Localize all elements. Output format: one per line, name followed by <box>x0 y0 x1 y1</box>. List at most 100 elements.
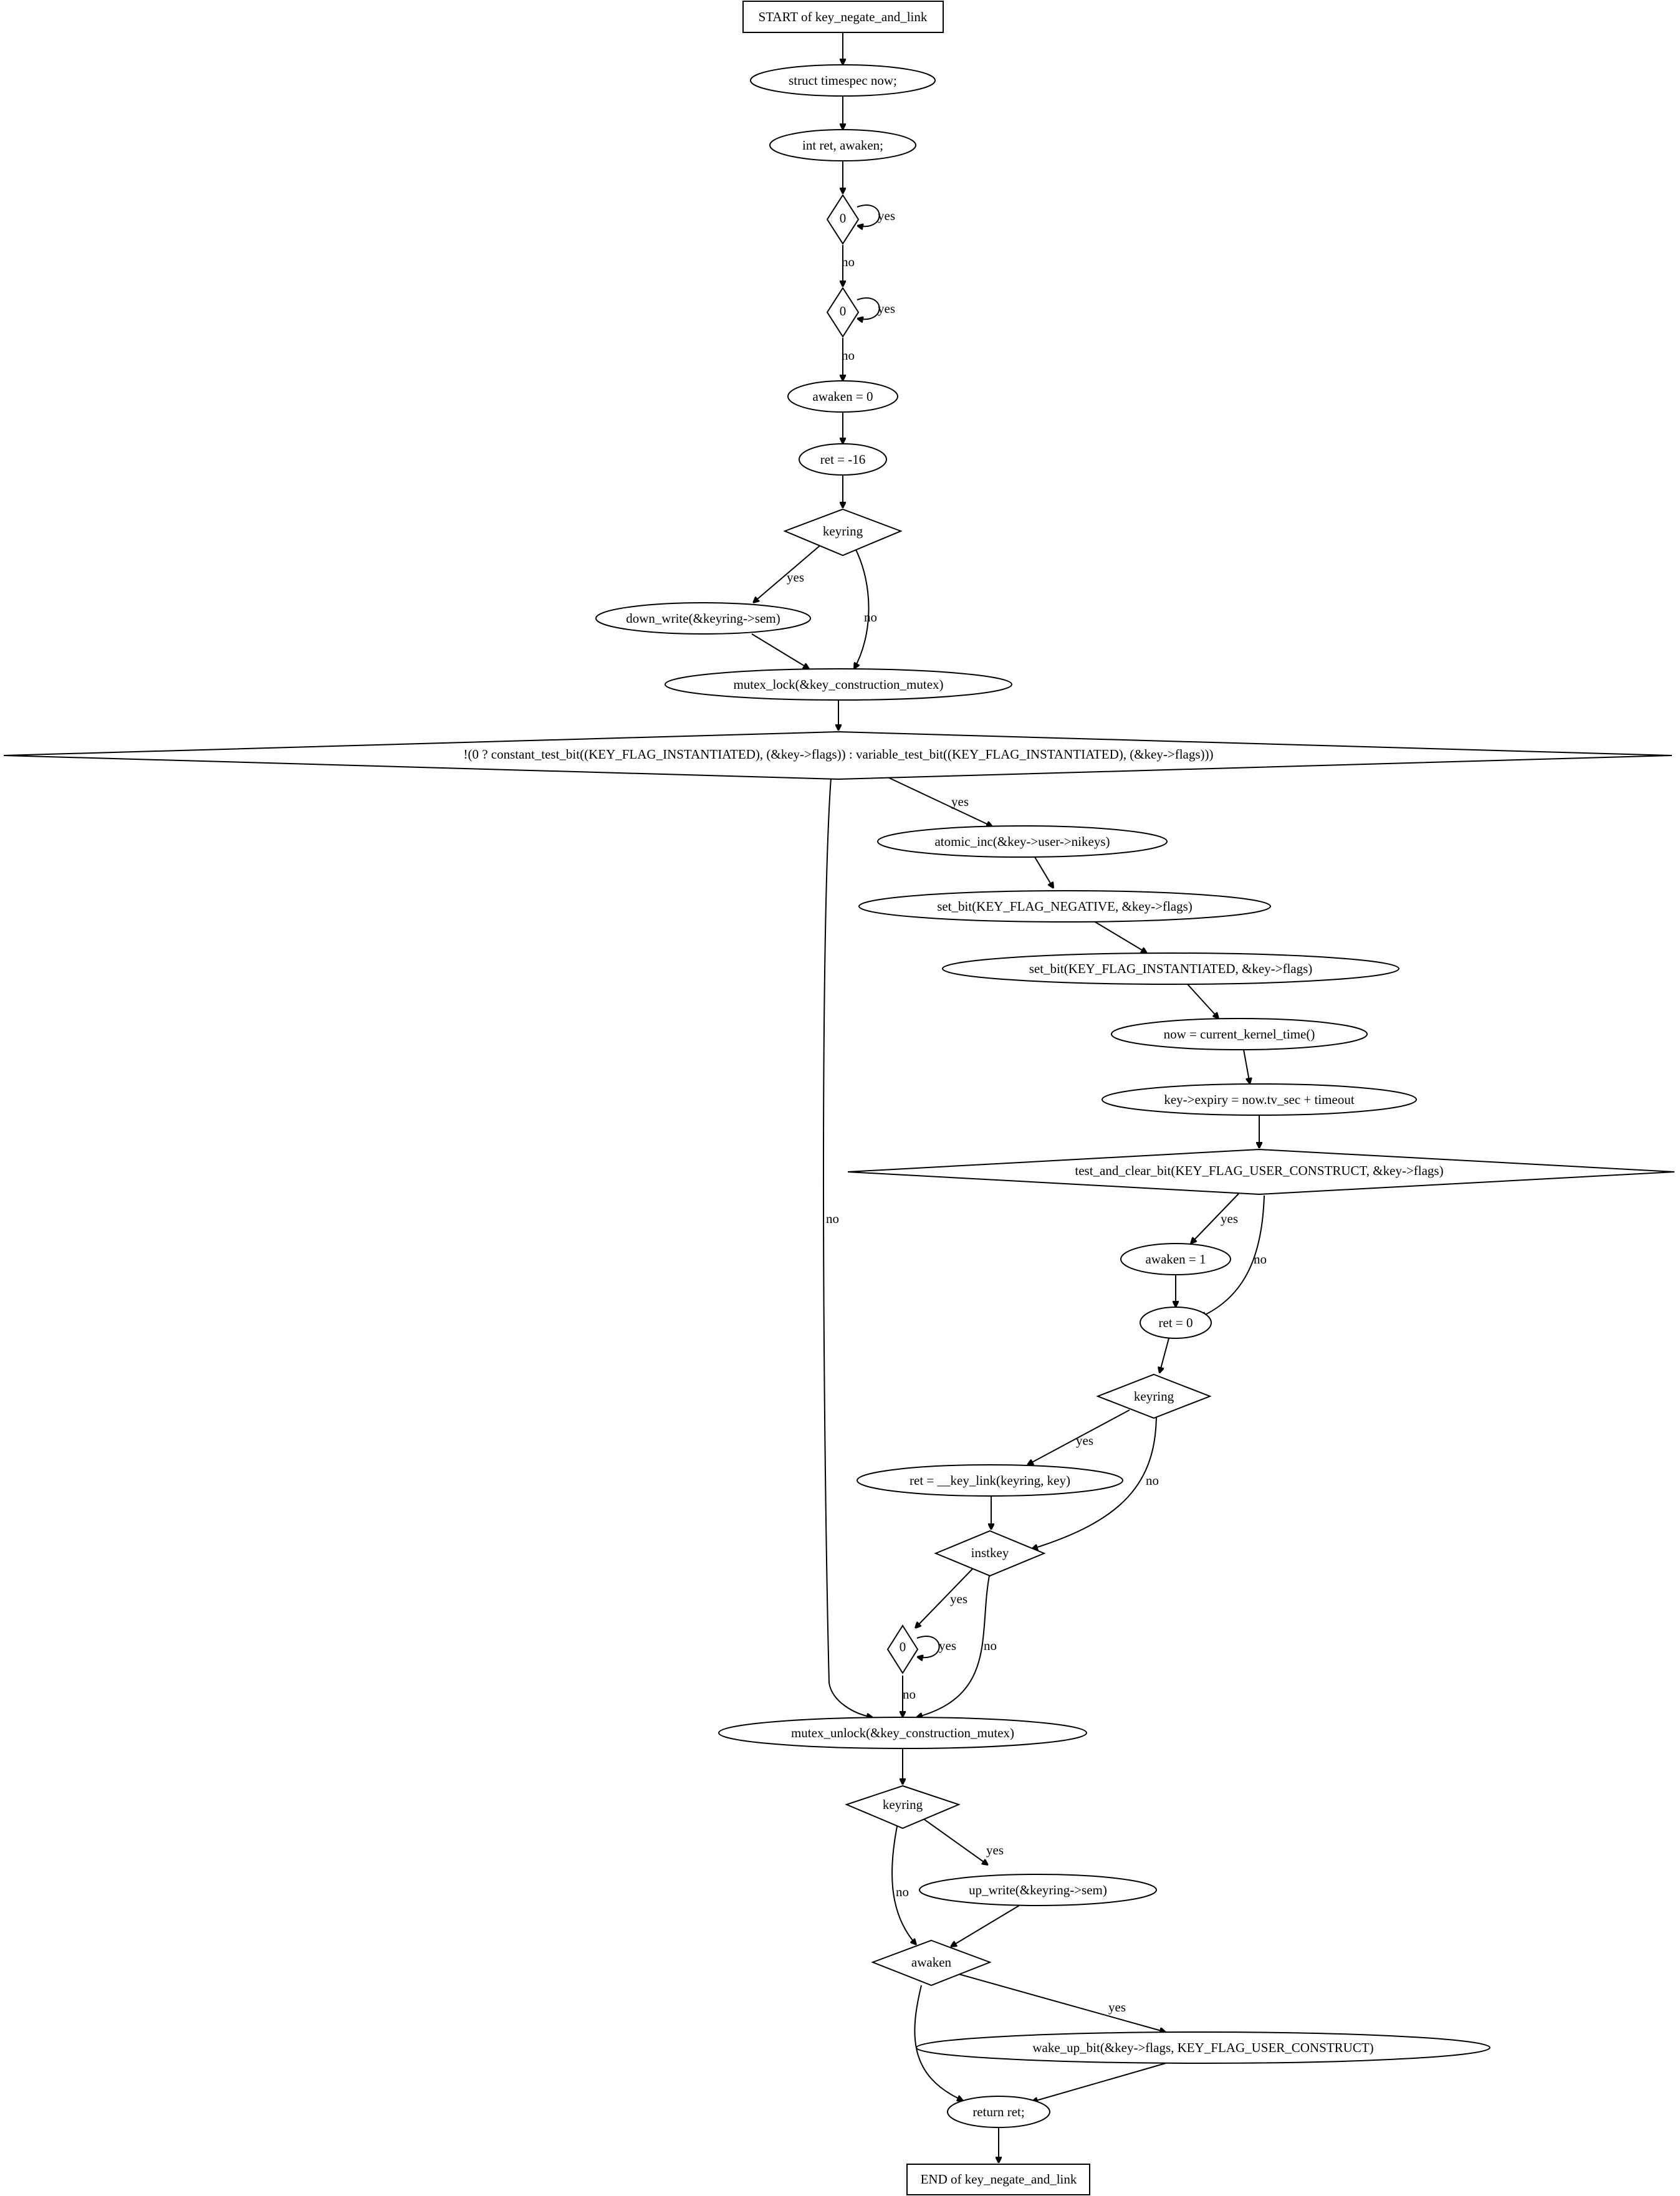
ret-zero-label: ret = 0 <box>1159 1315 1193 1330</box>
edge-cond-test-clear-yes-to-awaken-one <box>1191 1193 1239 1244</box>
wake-up-bit-label: wake_up_bit(&key->flags, KEY_FLAG_USER_C… <box>1032 2040 1373 2055</box>
edge-cond-instkey-yes-to-cond-zero-3 <box>915 1568 973 1628</box>
cond-test-clear-node: test_and_clear_bit(KEY_FLAG_USER_CONSTRU… <box>847 1148 1675 1196</box>
key-link-node: ret = __key_link(keyring, key) <box>857 1464 1123 1497</box>
cond-keyring-2-node: keyring <box>1096 1373 1212 1419</box>
cond-zero-3-label: 0 <box>900 1639 906 1654</box>
edge-cond-zero-1-self-loop <box>857 204 880 226</box>
ret-zero-node: ret = 0 <box>1140 1307 1212 1339</box>
edge-atomic-inc-to-set-bit-negative <box>1034 856 1054 888</box>
edge-up-write-to-cond-awaken <box>951 1905 1020 1947</box>
edge-label-yes: yes <box>951 794 969 809</box>
mutex-lock-label: mutex_lock(&key_construction_mutex) <box>733 677 943 692</box>
down-write-label: down_write(&keyring->sem) <box>626 611 780 626</box>
up-write-node: up_write(&keyring->sem) <box>919 1874 1157 1906</box>
edge-cond-keyring-1-no-to-mutex-lock <box>854 548 870 669</box>
mutex-unlock-label: mutex_unlock(&key_construction_mutex) <box>791 1725 1014 1740</box>
nodes: START of key_negate_and_link struct time… <box>3 1 1675 2195</box>
edge-label-yes: yes <box>950 1591 967 1606</box>
edge-label-yes: yes <box>1108 2000 1126 2015</box>
edge-cond-test-clear-no-to-ret-zero <box>1200 1195 1265 1317</box>
edge-cond-keyring-2-yes-to-key-link <box>1027 1409 1130 1465</box>
awaken-zero-node: awaken = 0 <box>787 380 898 413</box>
cond-keyring-2-label: keyring <box>1134 1389 1174 1404</box>
awaken-one-label: awaken = 1 <box>1146 1252 1206 1267</box>
decl-ret-label: int ret, awaken; <box>802 138 883 153</box>
edge-cond-keyring-1-yes-to-down-write <box>753 544 822 603</box>
atomic-inc-node: atomic_inc(&key->user->nikeys) <box>877 825 1168 858</box>
cond-instkey-label: instkey <box>971 1545 1009 1560</box>
cond-awaken-label: awaken <box>911 1955 952 1970</box>
key-link-label: ret = __key_link(keyring, key) <box>910 1473 1070 1488</box>
up-write-label: up_write(&keyring->sem) <box>969 1882 1107 1897</box>
edge-label-no: no <box>1146 1473 1159 1488</box>
mutex-lock-node: mutex_lock(&key_construction_mutex) <box>665 668 1012 701</box>
edge-label-no: no <box>1254 1252 1267 1267</box>
edge-cond-keyring-2-no-to-cond-instkey <box>1032 1413 1157 1549</box>
set-bit-negative-node: set_bit(KEY_FLAG_NEGATIVE, &key->flags) <box>858 890 1271 923</box>
cond-instantiated-node: !(0 ? constant_test_bit((KEY_FLAG_INSTAN… <box>3 731 1673 780</box>
cond-zero-3-node: 0 <box>886 1624 919 1674</box>
cond-zero-1-label: 0 <box>840 211 847 226</box>
end-node: END of key_negate_and_link <box>906 2164 1090 2195</box>
edge-label-no: no <box>903 1687 916 1702</box>
edge-label-no: no <box>896 1884 909 1899</box>
cond-zero-1-node: 0 <box>826 194 860 245</box>
edges <box>751 32 1265 2163</box>
cond-zero-2-label: 0 <box>840 304 847 319</box>
set-bit-instantiated-label: set_bit(KEY_FLAG_INSTANTIATED, &key->fla… <box>1029 961 1313 976</box>
cond-awaken-node: awaken <box>871 1939 992 1987</box>
down-write-node: down_write(&keyring->sem) <box>595 602 811 635</box>
edge-label-yes: yes <box>878 301 895 316</box>
edge-cond-zero-2-self-loop <box>857 297 880 319</box>
wake-up-bit-node: wake_up_bit(&key->flags, KEY_FLAG_USER_C… <box>916 2031 1490 2064</box>
start-node-label: START of key_negate_and_link <box>759 9 928 24</box>
edge-down-write-to-mutex-lock <box>751 633 809 669</box>
edge-now-assign-to-expiry-assign <box>1243 1049 1250 1084</box>
return-ret-label: return ret; <box>972 2104 1024 2119</box>
edge-cond-awaken-yes-to-wake-up-bit <box>958 1973 1166 2032</box>
edge-label-yes: yes <box>1221 1211 1238 1226</box>
mutex-unlock-node: mutex_unlock(&key_construction_mutex) <box>718 1717 1087 1749</box>
edge-label-yes: yes <box>939 1638 956 1653</box>
ret-minus16-label: ret = -16 <box>820 452 866 467</box>
decl-now-node: struct timespec now; <box>750 64 936 97</box>
edge-cond-instantiated-yes-to-atomic-inc <box>885 775 992 827</box>
edge-wake-up-bit-to-return-ret <box>1032 2063 1166 2102</box>
cond-keyring-1-label: keyring <box>823 524 863 539</box>
edge-label-yes: yes <box>787 570 804 585</box>
cond-test-clear-label: test_and_clear_bit(KEY_FLAG_USER_CONSTRU… <box>1075 1163 1443 1178</box>
edge-label-no: no <box>842 254 855 269</box>
edge-set-bit-negative-to-set-bit-instantiated <box>1090 919 1147 953</box>
edge-label-no: no <box>864 610 877 625</box>
edge-cond-zero-3-self-loop <box>917 1636 940 1657</box>
edge-label-yes: yes <box>986 1843 1004 1858</box>
decl-now-label: struct timespec now; <box>789 73 897 88</box>
edge-label-no: no <box>842 348 855 363</box>
edge-cond-keyring-3-no-to-cond-awaken <box>891 1823 916 1945</box>
cond-zero-2-node: 0 <box>826 287 860 338</box>
edge-ret-zero-to-cond-keyring-2 <box>1159 1338 1169 1373</box>
ret-minus16-node: ret = -16 <box>799 443 887 476</box>
set-bit-instantiated-node: set_bit(KEY_FLAG_INSTANTIATED, &key->fla… <box>942 952 1399 985</box>
cond-keyring-1-node: keyring <box>783 508 903 557</box>
edge-cond-instantiated-no-to-mutex-unlock <box>822 777 873 1717</box>
cond-keyring-3-label: keyring <box>883 1797 923 1812</box>
cond-keyring-3-node: keyring <box>845 1785 961 1829</box>
return-ret-node: return ret; <box>947 2096 1050 2128</box>
expiry-assign-node: key->expiry = now.tv_sec + timeout <box>1102 1083 1417 1116</box>
decl-ret-node: int ret, awaken; <box>769 129 916 161</box>
edge-label-yes: yes <box>878 208 895 223</box>
edge-cond-keyring-3-yes-to-up-write <box>922 1818 988 1865</box>
cond-instkey-node: instkey <box>934 1530 1046 1577</box>
start-node: START of key_negate_and_link <box>742 1 944 33</box>
now-assign-node: now = current_kernel_time() <box>1111 1018 1368 1050</box>
edge-cond-awaken-no-to-return-ret <box>914 1985 963 2101</box>
awaken-one-node: awaken = 1 <box>1120 1243 1231 1275</box>
edge-cond-instkey-no-to-mutex-unlock <box>916 1575 990 1717</box>
edge-label-yes: yes <box>1076 1433 1093 1448</box>
edge-label-no: no <box>826 1211 839 1226</box>
edge-set-bit-instantiated-to-now-assign <box>1187 984 1219 1019</box>
edge-label-no: no <box>984 1638 997 1653</box>
